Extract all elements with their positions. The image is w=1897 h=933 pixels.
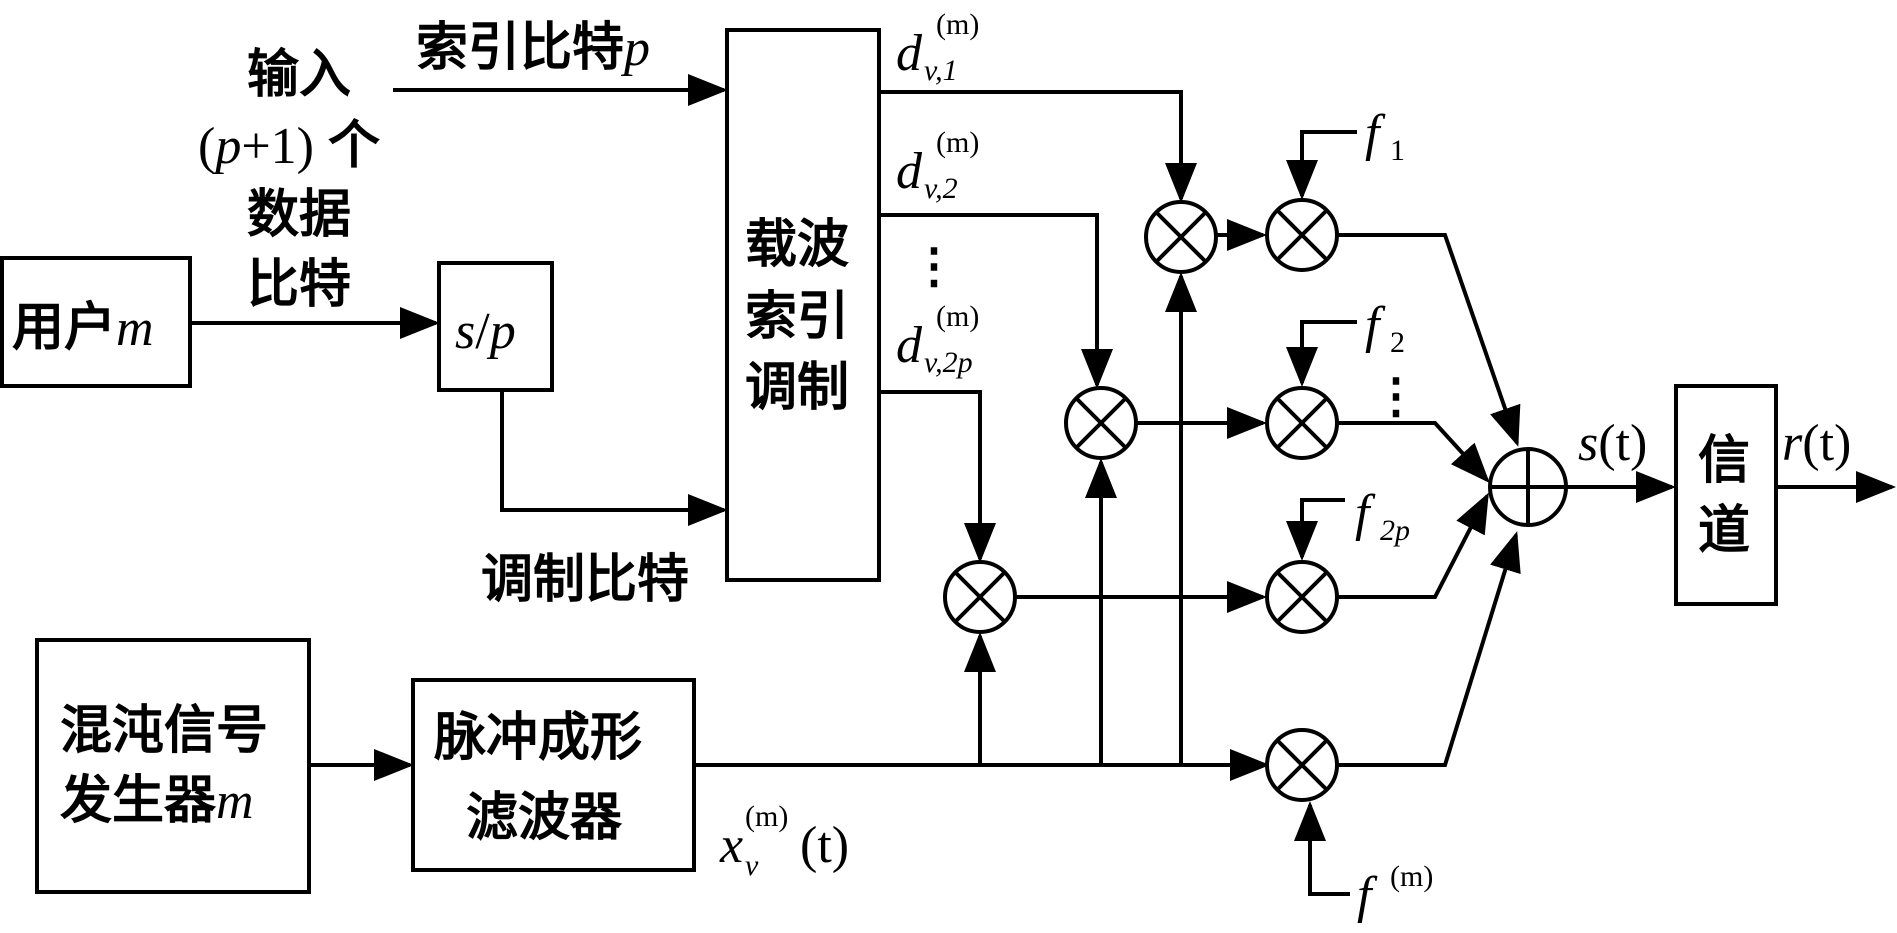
svg-text:d: d [896,317,923,374]
svg-text:d: d [896,25,923,82]
svg-text:(m): (m) [936,126,979,159]
svg-text:1: 1 [1390,134,1405,167]
multiplier-f2p [1265,560,1339,634]
sp-label-p: p [486,303,516,360]
input-label-line1: 输入 [247,44,351,105]
pulse-shaping-filter-block: 脉冲成形 滤波器 [411,678,696,872]
x-signal-label: x (m) v (t) [719,800,849,882]
cim-line2: 索引 [745,286,849,347]
s-of-t-label: s(t) [1578,415,1647,472]
svg-text:(m): (m) [1390,860,1433,893]
f2p-label: f 2p [1355,485,1410,547]
cim-line1: 载波 [745,214,849,275]
r-of-t-label: r(t) [1782,415,1851,472]
svg-text:f: f [1365,105,1386,162]
psf-line1: 脉冲成形 [434,707,642,768]
svg-text:v,1: v,1 [924,54,958,87]
svg-text:d: d [896,143,923,200]
f2-label: f 2 [1365,297,1405,359]
svg-text:v,2: v,2 [924,172,958,205]
index-bits-label: 索引比特p [416,17,650,78]
sp-label-s: s [455,303,475,360]
svg-text:v,2p: v,2p [924,346,973,379]
f-vertical-dots: ⋮ [1372,370,1420,423]
d-v1-label: d (m) v,1 [896,8,979,87]
svg-text:f: f [1355,485,1376,542]
multiplier-d1 [1144,200,1218,274]
svg-text:(m): (m) [745,800,788,833]
svg-text:f: f [1357,867,1378,924]
adder [1488,447,1568,527]
svg-text:(m): (m) [936,300,979,333]
channel-line1: 信 [1698,430,1750,491]
svg-text:2: 2 [1390,326,1405,359]
user-var: m [116,300,154,357]
channel-line2: 道 [1698,500,1750,561]
sp-label-slash: / [475,303,490,360]
multiplier-d2 [1064,386,1138,460]
input-label-line2: (p+1)个 [198,115,380,176]
input-label-line4: 比特 [247,254,351,315]
sp-converter-block: s/p [437,261,554,392]
f1-label: f 1 [1365,105,1405,167]
svg-text:2p: 2p [1380,514,1410,547]
channel-block: 信 道 [1674,384,1778,606]
d-v2p-label: d (m) v,2p [896,300,979,379]
multiplier-f1 [1265,198,1339,272]
modulation-bits-label: 调制比特 [481,549,689,610]
multiplier-d2p [943,560,1017,634]
svg-text:(t): (t) [800,817,849,874]
psf-line2: 滤波器 [466,787,623,848]
chaos-line2: 发生器 [60,770,217,831]
wires [190,74,1896,896]
svg-text:发生器m: 发生器m [60,770,254,831]
user-label: 用户 [12,297,116,358]
svg-text:v: v [745,849,759,882]
multiplier-fm [1265,728,1339,802]
svg-text:x: x [719,817,743,874]
svg-text:(m): (m) [936,8,979,41]
svg-text:s/p: s/p [455,303,516,360]
input-label-line3: 数据 [247,184,351,245]
chaos-signal-generator-block: 混沌信号 发生器m [35,638,311,894]
d-v2-label: d (m) v,2 [896,126,979,205]
carrier-index-modulation-block: 载波 索引 调制 [725,28,881,582]
svg-text:f: f [1365,297,1386,354]
fm-label: f (m) [1357,860,1433,924]
chaos-line1: 混沌信号 [60,700,268,761]
chaos-var: m [216,773,254,830]
user-block: 用户m [0,256,192,388]
svg-text:用户m: 用户m [12,297,154,358]
d-vertical-dots: ⋮ [910,240,958,293]
cim-line3: 调制 [745,357,849,418]
multiplier-f2 [1265,386,1339,460]
